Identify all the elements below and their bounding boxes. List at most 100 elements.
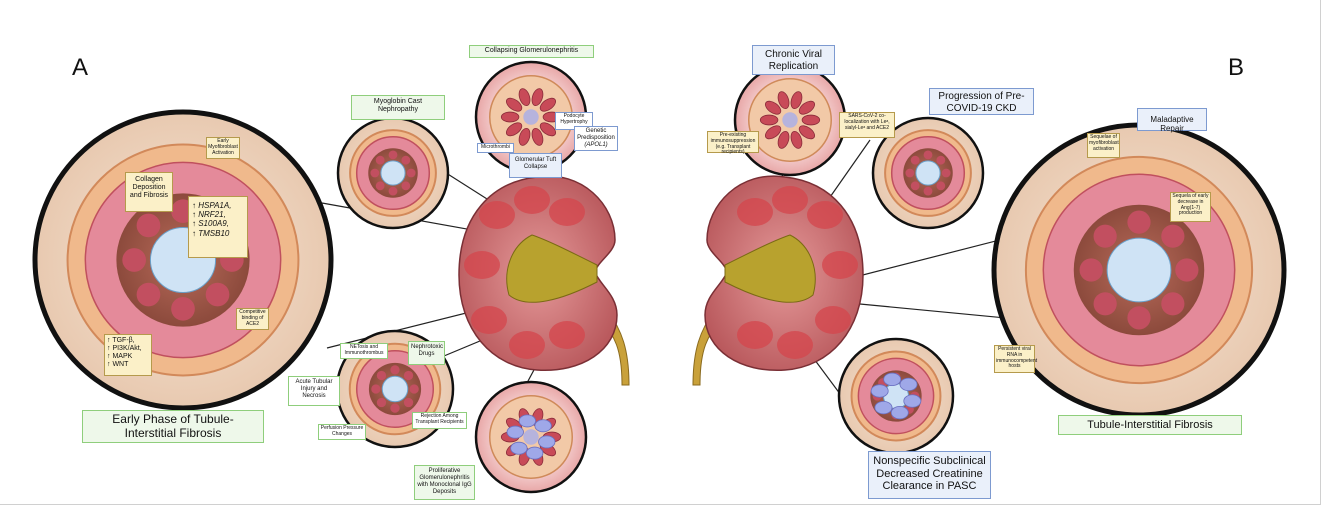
pathway-item: ↑ MAPK [107,353,149,361]
mesangium [523,109,538,124]
kidney-left-icon [459,176,629,385]
circle-proliferative-gn [476,382,586,492]
label-maladaptive-repair: Maladaptive Repair [1137,108,1207,131]
label-myoglobin-cast: Myoglobin Cast Nephropathy [351,95,445,120]
label-nephrotoxic-drugs: Nephrotoxic Drugs [408,341,445,365]
cell-nucleus [171,297,195,321]
cell-nucleus [206,283,230,307]
panel-letter-a: A [72,54,88,82]
circle-early-phase-tif [35,112,331,408]
tubule-center [382,376,408,402]
immune-deposit [539,436,556,448]
immune-deposit [871,385,888,398]
cell-nucleus [1161,225,1184,248]
cell-nucleus [390,365,399,374]
label-sequelae-ang: Sequela of early decrease in Ang(1-7) pr… [1170,192,1211,222]
cell-nucleus [137,214,161,238]
label-chronic-viral-replication: Chronic Viral Replication [752,45,835,75]
circle-nonspecific-pasc [839,339,953,453]
medullary-pyramid [737,321,773,349]
gene-item: ↑ TMSB10 [192,229,244,238]
medullary-pyramid [822,251,858,279]
label-genetic-predisposition: Genetic Predisposition (APOL1) [574,126,618,151]
medullary-pyramid [807,201,843,229]
label-rejection-transplant: Rejection Among Transplant Recipients [412,412,467,429]
cell-nucleus [1175,258,1198,281]
circle-chronic-viral [735,65,845,175]
cell-nucleus [371,384,380,393]
mesangium [782,112,797,127]
cell-nucleus [936,156,945,165]
gene-item: ↑ NRF21, [192,210,244,219]
gene-item: ↑ S100A9, [192,219,244,228]
cell-nucleus [137,283,161,307]
medullary-pyramid [479,201,515,229]
cell-nucleus [404,398,413,407]
medullary-pyramid [471,306,507,334]
capillary-loop [501,112,519,122]
label-early-myofibroblast: Early Myofibroblast Activation [206,137,240,159]
immune-deposit [875,401,892,414]
cell-nucleus [936,181,945,190]
cell-nucleus [1080,258,1103,281]
immune-deposit [507,426,524,438]
label-ace2-binding: Competitive binding of ACE2 [236,308,269,330]
label-nonspecific-creatinine: Nonspecific Subclinical Decreased Creati… [868,451,991,499]
label-tubule-interstitial-fibrosis: Tubule-Interstitial Fibrosis [1058,415,1242,435]
medullary-pyramid [514,186,550,214]
medullary-pyramid [777,331,813,359]
cell-nucleus [1161,292,1184,315]
panel-letter-b: B [1228,54,1244,82]
label-progression-ckd: Progression of Pre-COVID-19 CKD [929,88,1034,115]
label-collagen-deposition: Collagen Deposition and Fibrosis [125,172,173,212]
cell-nucleus [389,150,398,159]
cell-nucleus [1094,225,1117,248]
tubule-center [381,161,405,185]
immune-deposit [519,415,536,427]
immune-deposit [511,442,528,454]
cell-nucleus [389,187,398,196]
cell-nucleus [1127,211,1150,234]
cell-nucleus [404,371,413,380]
tubule-center [1107,238,1171,302]
cell-nucleus [377,371,386,380]
cell-nucleus [911,156,920,165]
pathway-item: ↑ WNT [107,361,149,369]
medullary-pyramid [549,198,585,226]
cell-nucleus [1127,306,1150,329]
immune-deposit [891,406,908,419]
label-pathways: ↑ TGF-β, ↑ PI3K/Akt, ↑ MAPK ↑ WNT [104,334,152,376]
circle-tubule-interstitial-fibrosis [994,125,1284,415]
capillary-loop [802,115,820,125]
label-early-phase-tif: Early Phase of Tubule-Interstitial Fibro… [82,410,264,443]
genetic-line: Genetic Predisposition [576,128,616,142]
cell-nucleus [924,150,933,159]
cell-nucleus [377,398,386,407]
cell-nucleus [911,181,920,190]
label-netosis: NETosis and Immunothrombus [340,343,388,359]
cell-nucleus [905,169,914,178]
cell-nucleus [122,248,146,272]
capillary-loop [760,115,778,125]
label-proliferative-gn: Proliferative Glomerulonephritis with Mo… [414,465,475,500]
cell-nucleus [942,169,951,178]
mesangium [523,429,538,444]
cell-nucleus [390,404,399,413]
label-preexisting-immunosuppression: Pre-existing immunosuppression (e.g. Tra… [707,131,759,153]
label-perfusion-pressure: Perfusion Pressure Changes [318,424,366,440]
medullary-pyramid [737,198,773,226]
cell-nucleus [1094,292,1117,315]
label-glomerular-tuft-collapse: Glomerular Tuft Collapse [509,153,562,178]
genetic-gene: (APOL1) [576,142,616,149]
cell-nucleus [376,156,385,165]
gene-item: ↑ HSPA1A, [192,201,244,210]
label-atin: Acute Tubular Injury and Necrosis [288,376,340,406]
medullary-pyramid [772,186,808,214]
immune-deposit [904,395,921,408]
kidney-right-icon [693,176,863,385]
label-persistent-viral-rna: Persistent viral RNA in immunocompetent … [994,345,1035,373]
kidneys [459,176,863,385]
cell-nucleus [924,187,933,196]
medullary-pyramid [464,251,500,279]
